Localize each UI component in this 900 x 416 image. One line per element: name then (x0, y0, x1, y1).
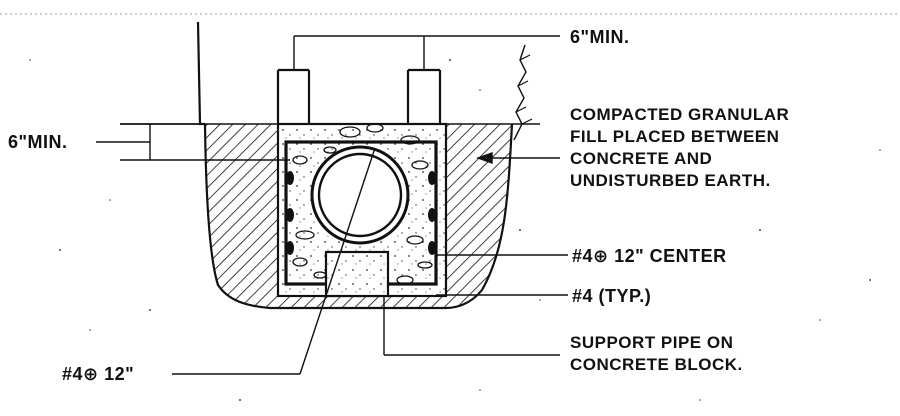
svg-text:CONCRETE AND: CONCRETE AND (570, 149, 712, 168)
left-min-label: 6"MIN. (8, 132, 68, 152)
svg-text:SUPPORT PIPE ON: SUPPORT PIPE ON (570, 333, 733, 352)
svg-text:FILL PLACED BETWEEN: FILL PLACED BETWEEN (570, 127, 779, 146)
rebar-bottom-label: #4⊕ 12" (62, 364, 134, 384)
compacted-fill-note: COMPACTED GRANULAR FILL PLACED BETWEEN C… (570, 105, 789, 190)
rebar-dots (286, 171, 436, 255)
top-min-label: 6"MIN. (570, 27, 630, 47)
rebar-typ-label: #4 (TYP.) (572, 286, 651, 306)
svg-text:UNDISTURBED EARTH.: UNDISTURBED EARTH. (570, 171, 771, 190)
top-dimension (293, 35, 560, 70)
support-pipe-note: SUPPORT PIPE ON CONCRETE BLOCK. (570, 333, 743, 374)
rebar-center-label: #4⊕ 12" CENTER (572, 246, 727, 266)
svg-text:CONCRETE BLOCK.: CONCRETE BLOCK. (570, 355, 743, 374)
leader-lines (172, 147, 568, 375)
right-earth-ticks (515, 54, 533, 125)
scan-noise (29, 59, 881, 401)
left-dimension (96, 123, 290, 161)
svg-text:COMPACTED GRANULAR: COMPACTED GRANULAR (570, 105, 789, 124)
trench-outline (203, 123, 514, 310)
right-earth-edge (513, 44, 527, 141)
form-boards (276, 68, 442, 124)
left-trench-wall (196, 21, 205, 126)
